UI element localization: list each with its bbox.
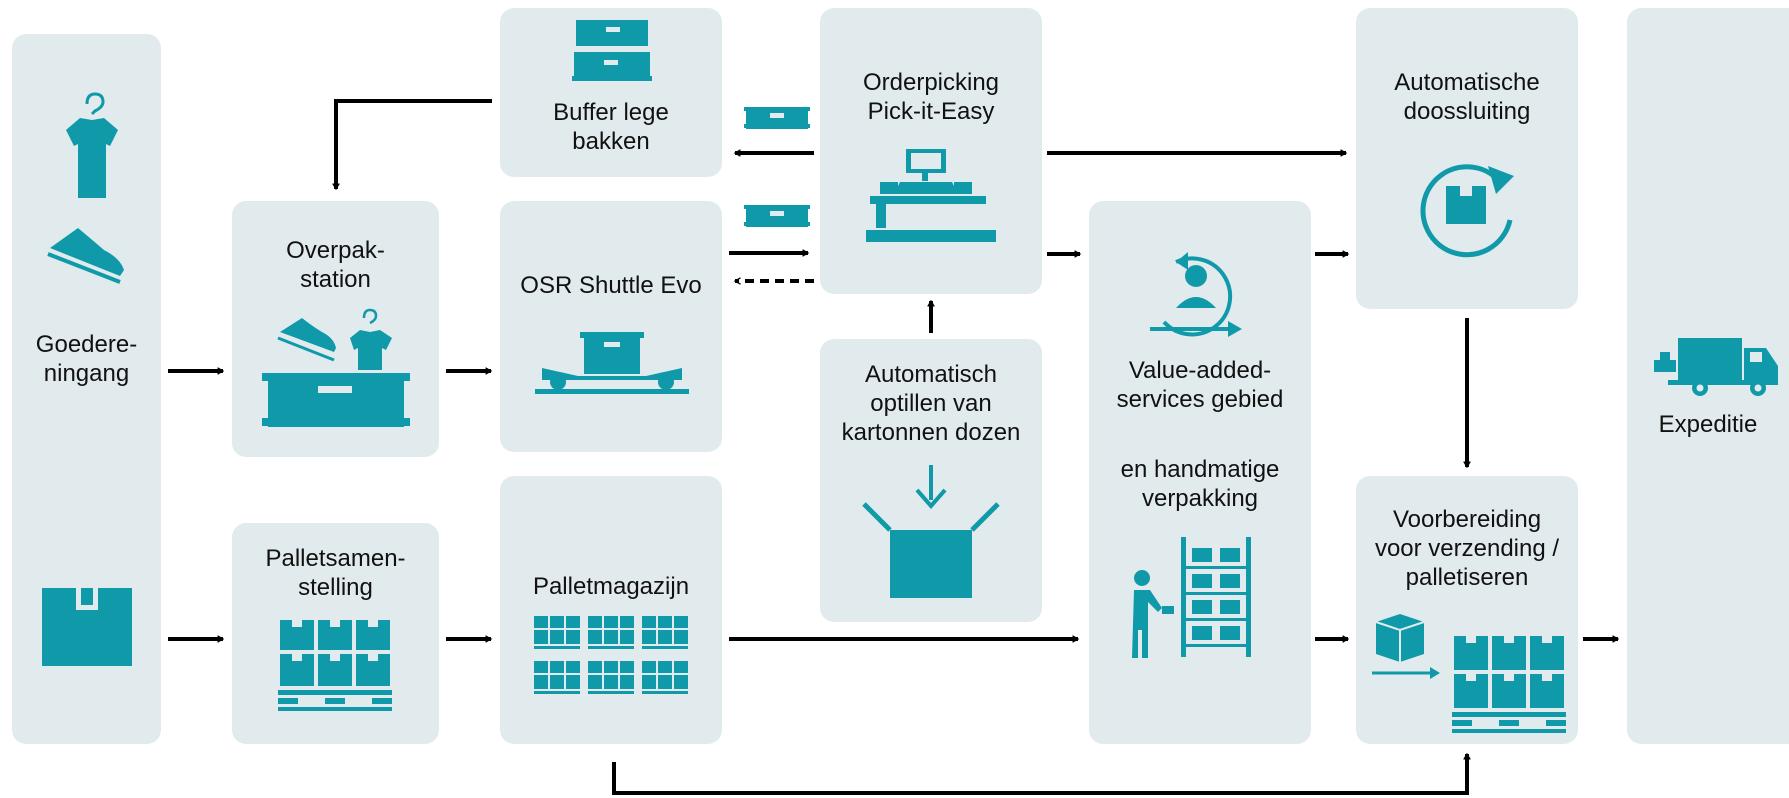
pallet-boxes-icon [278, 620, 392, 711]
arrow-palletmag-to-voorbereiding [612, 752, 1471, 795]
node-automatische-doossluiting [1356, 8, 1578, 309]
node-osr-shuttle-evo [500, 201, 722, 452]
crate-icon [262, 373, 410, 427]
label-goederen-ingang: Goedere-ningang [35, 331, 138, 387]
bin-icon [744, 205, 810, 227]
label-value-added-services: Value-added-services gebied [1116, 357, 1284, 413]
open-carton-icon [862, 465, 1000, 598]
node-value-added-services [1089, 201, 1311, 744]
box-rotate-icon [1420, 164, 1514, 258]
shirt-icon [66, 92, 118, 198]
pallet-boxes-icon [1452, 636, 1566, 733]
node-palletmagazijn [500, 476, 722, 744]
bin-icon [744, 107, 810, 129]
picking-station-icon [866, 149, 996, 242]
label-overpakstation: Overpak-station [286, 237, 385, 293]
arrow-buffer-to-overpak [332, 99, 492, 191]
truck-icon [1654, 338, 1778, 396]
box-icon [42, 588, 132, 666]
stacked-bins-icon [572, 20, 652, 81]
shuttle-icon [535, 332, 689, 394]
label-palletmagazijn: Palletmagazijn [532, 573, 690, 600]
pallet-grid-icon [534, 616, 688, 694]
label-expeditie: Expeditie [1658, 411, 1758, 438]
shirt-icon [350, 308, 392, 370]
shoe-icon [277, 318, 336, 362]
person-cycle-icon [1150, 252, 1242, 337]
shoe-icon [47, 228, 124, 284]
label-osr-shuttle-evo: OSR Shuttle Evo [520, 272, 702, 299]
worker-shelf-icon [1132, 537, 1251, 658]
parcel-icon [1372, 614, 1440, 679]
label-palletsamenstelling: Palletsamen-stelling [265, 545, 406, 601]
